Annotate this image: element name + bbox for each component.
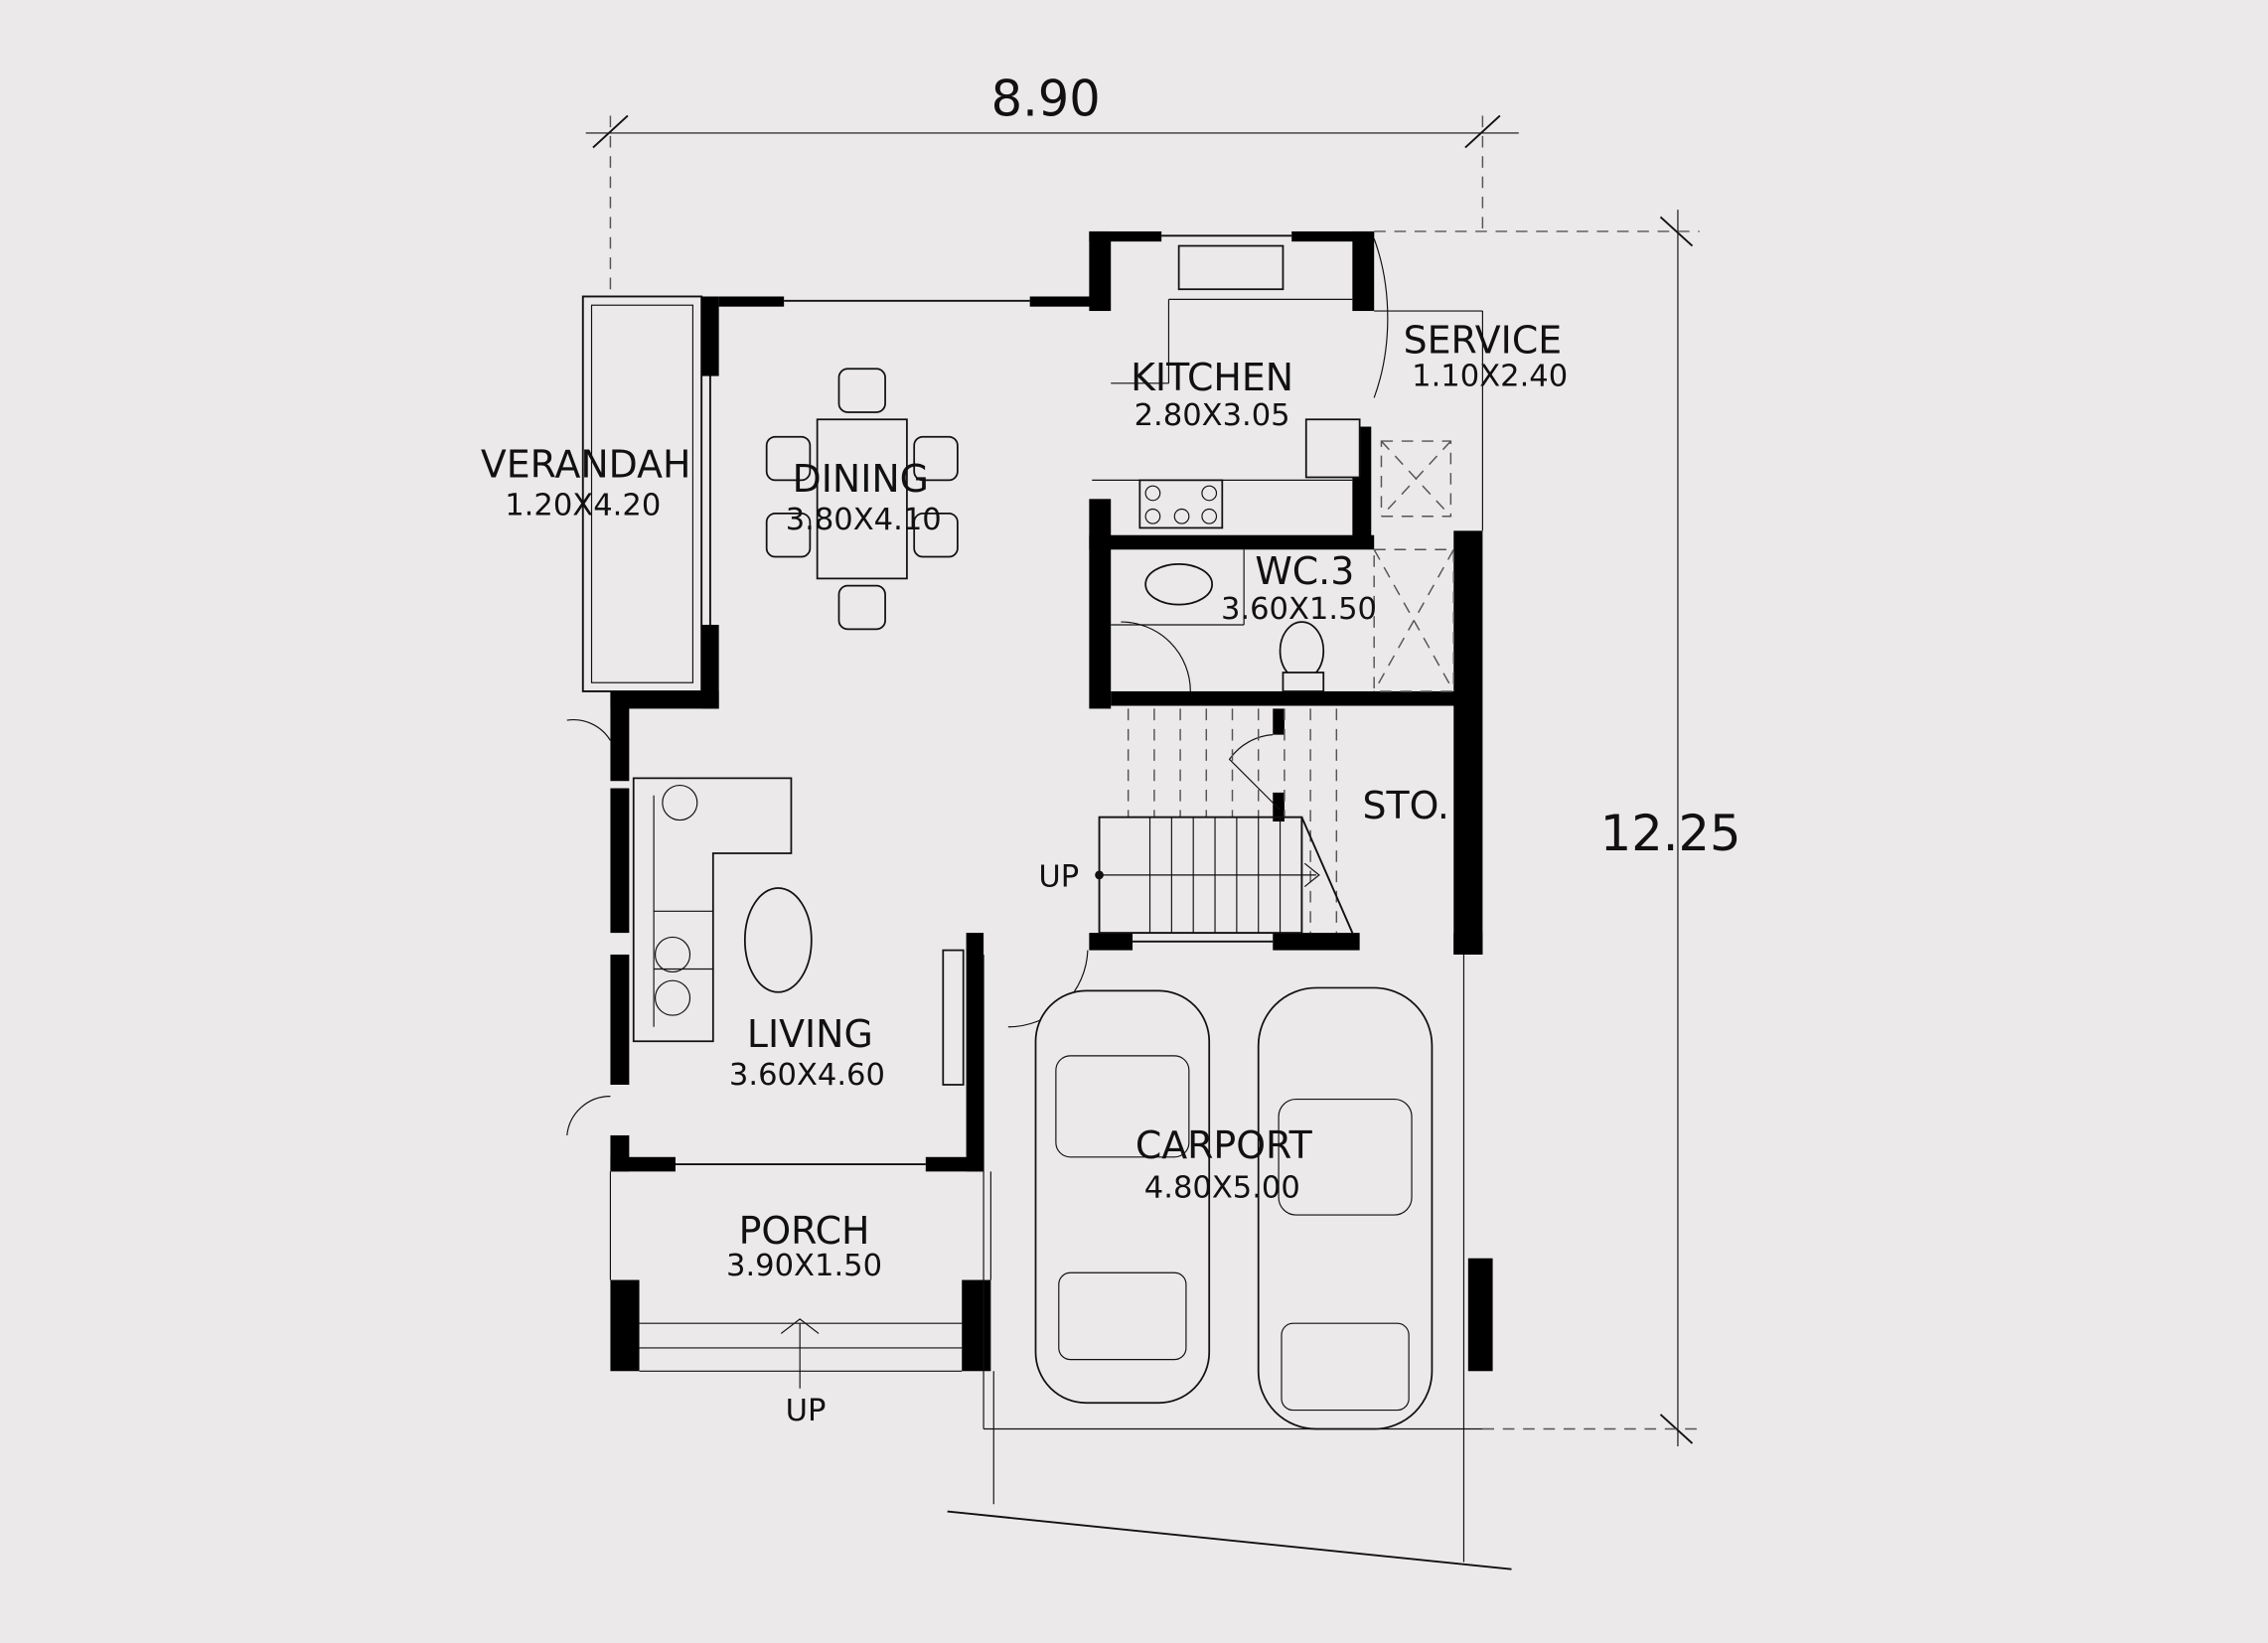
- service-shaft: [1380, 440, 1452, 518]
- living-label: LIVING: [747, 1012, 873, 1056]
- stair-up-label: UP: [1038, 860, 1079, 895]
- porch-label: PORCH: [739, 1209, 870, 1253]
- service-size: 1.10X2.40: [1412, 360, 1568, 394]
- kitchen-size: 2.80X3.05: [1134, 398, 1290, 433]
- dimension-width: 8.90: [585, 70, 1519, 297]
- living-size: 3.60X4.60: [729, 1058, 885, 1093]
- wc-label: WC.3: [1255, 549, 1354, 593]
- sink-icon: [1177, 244, 1285, 291]
- porch-size: 3.90X1.50: [726, 1249, 882, 1283]
- sofa: [632, 777, 965, 1086]
- dining-size: 3.80X4.10: [786, 503, 942, 537]
- carport: [947, 954, 1512, 1570]
- fridge-icon: [1304, 418, 1361, 479]
- porch: UP: [609, 1171, 991, 1428]
- car-icon: [1257, 986, 1434, 1430]
- dining-label: DINING: [793, 457, 929, 501]
- width-dimension-label: 8.90: [991, 70, 1101, 127]
- dimension-depth: 12.25: [1374, 210, 1741, 1446]
- depth-dimension-label: 12.25: [1600, 805, 1741, 862]
- verandah-label: VERANDAH: [481, 442, 691, 486]
- wc-fixtures: [1111, 549, 1325, 692]
- verandah-size: 1.20X4.20: [505, 488, 661, 523]
- toilet-icon: [1279, 621, 1325, 681]
- porch-up-label: UP: [786, 1394, 827, 1428]
- staircase: UP: [1038, 708, 1354, 935]
- room-labels: VERANDAH 1.20X4.20 DINING 3.80X4.10 KITC…: [481, 318, 1568, 1283]
- carport-size: 4.80X5.00: [1144, 1171, 1300, 1206]
- car-icon: [1034, 989, 1211, 1405]
- walls: [610, 230, 1493, 1372]
- verandah-outline: [581, 295, 703, 692]
- stove-icon: [1138, 479, 1224, 529]
- kitchen-label: KITCHEN: [1131, 356, 1293, 399]
- dining-table: [765, 368, 959, 631]
- wc-size: 3.60X1.50: [1221, 592, 1377, 627]
- coffee-table: [743, 887, 813, 993]
- service-label: SERVICE: [1404, 318, 1563, 362]
- storage-label: STO.: [1363, 784, 1449, 827]
- carport-label: CARPORT: [1135, 1123, 1313, 1167]
- kitchen-fixtures: [1092, 244, 1483, 692]
- washbasin-icon: [1144, 562, 1213, 606]
- tv-cabinet: [942, 949, 965, 1086]
